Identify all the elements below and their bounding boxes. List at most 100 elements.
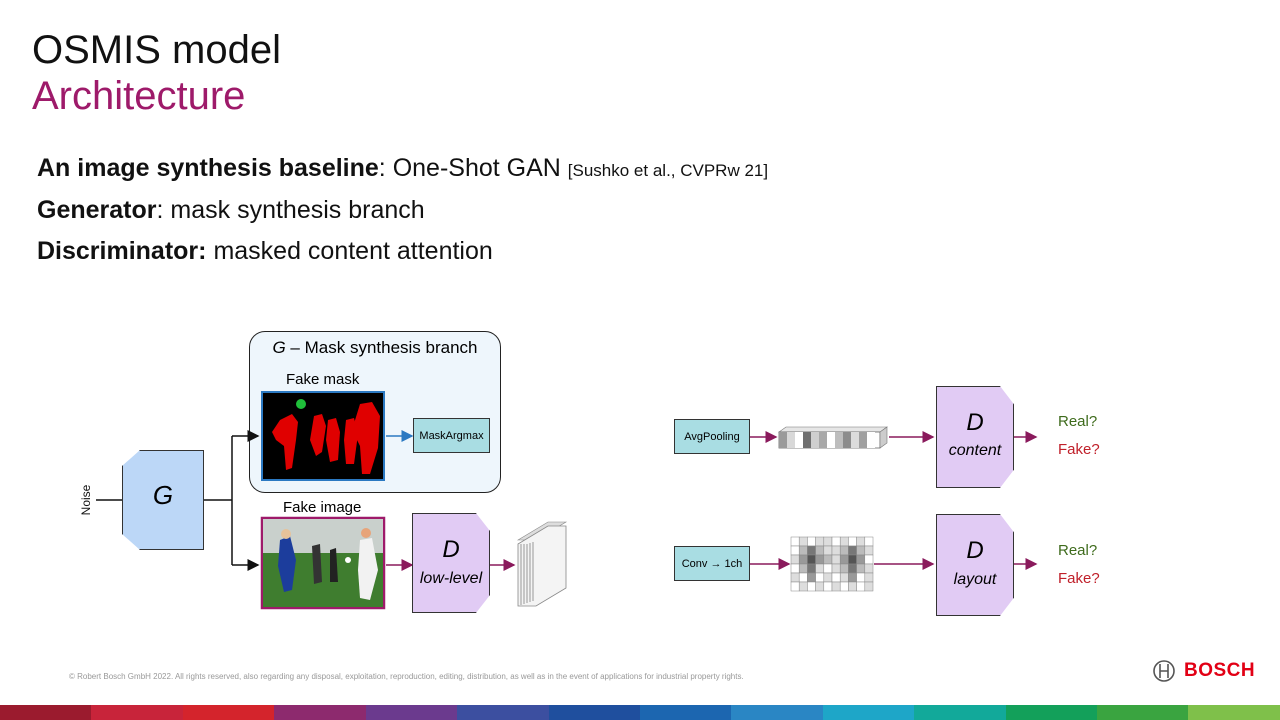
layout-cell	[807, 554, 816, 565]
layout-cell	[823, 545, 833, 556]
d-layout-letter: D	[966, 537, 984, 564]
layout-cell	[790, 536, 800, 547]
bullet-text: One-Shot GAN	[392, 154, 568, 182]
bullet-bold: Generator	[37, 196, 157, 224]
layout-cell	[790, 581, 800, 592]
layout-cell	[856, 554, 866, 565]
layout-cell	[823, 581, 833, 592]
layout-cell	[831, 554, 841, 565]
layout-cell	[864, 545, 874, 556]
mask-branch-title: G – Mask synthesis branch	[249, 338, 501, 358]
layout-cell	[848, 581, 857, 592]
layout-cell	[839, 536, 849, 547]
fake-mask-image	[261, 391, 385, 481]
slide-subtitle: Architecture	[32, 74, 246, 118]
layout-cell	[815, 581, 825, 592]
color-segment	[1188, 705, 1280, 720]
conv-1ch-box: Conv → 1ch	[674, 546, 750, 581]
layout-cell	[790, 563, 800, 574]
layout-cell	[856, 572, 866, 583]
color-segment	[914, 705, 1006, 720]
fake-image-photo	[260, 516, 386, 610]
layout-cell	[807, 536, 816, 547]
layout-cell	[856, 563, 866, 574]
layout-cell	[790, 545, 800, 556]
maskargmax-box: MaskArgmax	[413, 418, 490, 453]
d-low-sub: low-level	[419, 570, 483, 587]
color-segment	[639, 705, 732, 720]
layout-cell	[807, 581, 816, 592]
layout-cell	[790, 554, 800, 565]
layout-cell	[823, 536, 833, 547]
d-low-level-block	[412, 513, 490, 613]
color-segment	[1097, 705, 1189, 720]
slide-title: OSMIS model	[32, 28, 281, 72]
color-segment	[91, 705, 183, 720]
noise-label: Noise	[79, 484, 93, 515]
layout-cell	[798, 536, 808, 547]
bosch-logo-text: BOSCH	[1184, 660, 1256, 681]
bullet-text: masked content attention	[213, 237, 493, 265]
layout-cell	[848, 536, 857, 547]
layout-cell	[815, 536, 825, 547]
layout-cell	[864, 581, 874, 592]
layout-cell	[823, 554, 833, 565]
color-segment	[822, 705, 915, 720]
layout-cell	[831, 545, 841, 556]
layout-cell	[864, 554, 874, 565]
layout-cell	[815, 563, 825, 574]
layout-cell	[848, 554, 857, 565]
fake-label-content: Fake?	[1058, 441, 1100, 458]
fake-label-layout: Fake?	[1058, 570, 1100, 587]
layout-cell	[807, 545, 816, 556]
layout-map	[790, 536, 874, 592]
layout-cell	[856, 545, 866, 556]
layout-cell	[864, 572, 874, 583]
bullet-discriminator: Discriminator: masked content attention	[37, 236, 493, 266]
layout-cell	[807, 572, 816, 583]
d-content-letter: D	[966, 409, 984, 436]
layout-cell	[856, 581, 866, 592]
bullet-sep: :	[378, 154, 393, 182]
layout-cell	[856, 536, 866, 547]
real-label-layout: Real?	[1058, 542, 1098, 559]
layout-cell	[831, 536, 841, 547]
bullet-text: mask synthesis branch	[170, 196, 425, 224]
d-layout-block	[936, 514, 1014, 616]
layout-cell	[839, 572, 849, 583]
avgpooling-box: AvgPooling	[674, 419, 750, 454]
brand-color-bar	[0, 705, 1280, 720]
real-label-content: Real?	[1058, 413, 1098, 430]
color-segment	[548, 705, 640, 720]
layout-cell	[848, 572, 857, 583]
bullet-sep: :	[156, 196, 171, 224]
bosch-armature-icon	[1153, 660, 1175, 682]
layout-cell	[848, 545, 857, 556]
color-segment	[365, 705, 458, 720]
branch-title-text: – Mask synthesis branch	[285, 338, 478, 357]
generator-letter: G	[152, 480, 174, 510]
layout-cell	[839, 581, 849, 592]
layout-cell	[790, 572, 800, 583]
copyright-notice: © Robert Bosch GmbH 2022. All rights res…	[69, 672, 744, 681]
layout-cell	[815, 545, 825, 556]
layout-cell	[831, 572, 841, 583]
layout-cell	[848, 563, 857, 574]
layout-cell	[864, 536, 874, 547]
layout-cell	[798, 572, 808, 583]
fake-mask-label: Fake mask	[286, 371, 360, 388]
branch-title-g: G	[272, 338, 286, 357]
layout-cell	[798, 545, 808, 556]
color-segment	[0, 705, 92, 720]
layout-cell	[831, 563, 841, 574]
layout-cell	[823, 572, 833, 583]
layout-cell	[823, 563, 833, 574]
bullet-bold: An image synthesis baseline	[37, 154, 379, 182]
pooled-vector	[778, 426, 888, 449]
layout-cell	[839, 554, 849, 565]
bullet-generator: Generator: mask synthesis branch	[37, 195, 425, 225]
layout-cell	[831, 581, 841, 592]
d-content-block	[936, 386, 1014, 488]
bullet-bold: Discriminator:	[37, 237, 207, 265]
